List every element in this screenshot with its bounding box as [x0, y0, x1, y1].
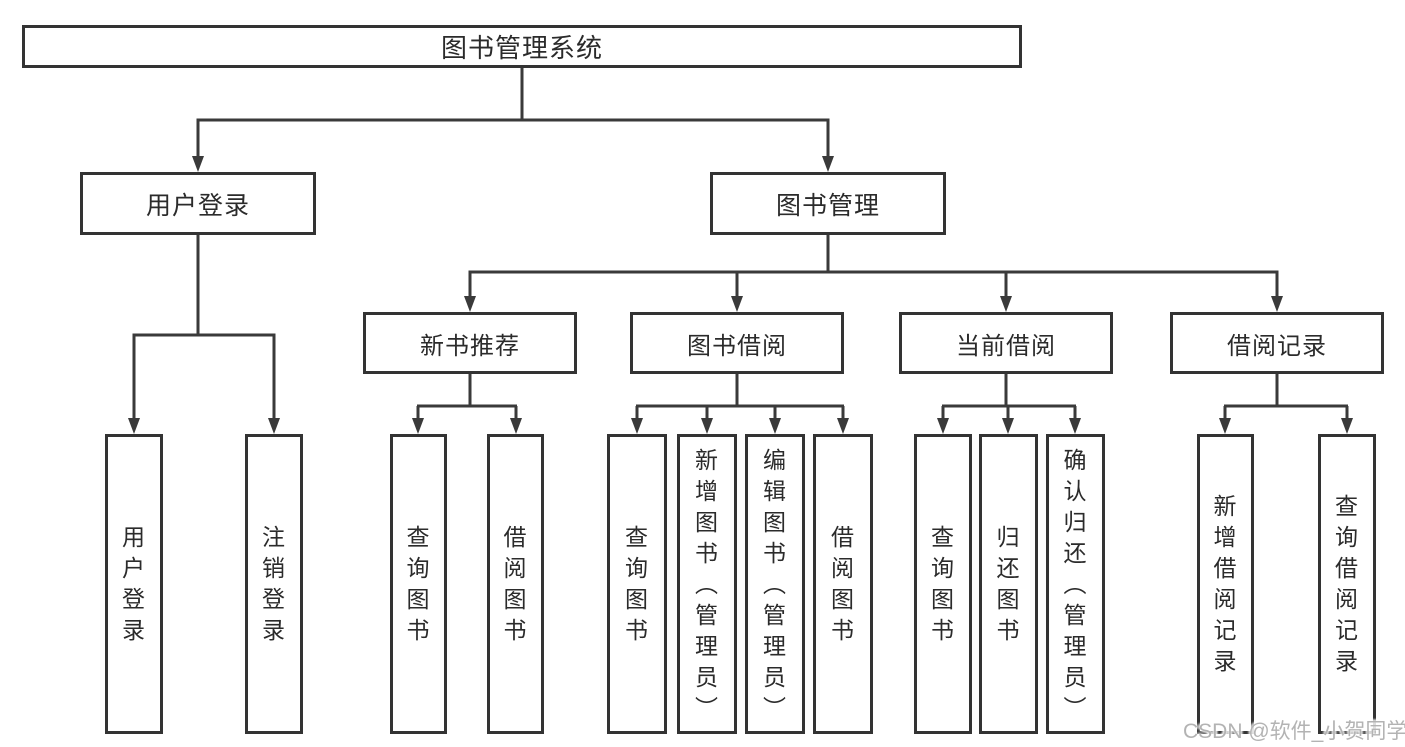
leaf-query-borrow-record: 查询借阅记录: [1318, 434, 1376, 734]
leaf-query-book-recommend: 查询图书: [390, 434, 447, 734]
leaf-logout-login: 注销登录: [245, 434, 303, 734]
node-book-borrow: 图书借阅: [630, 312, 844, 374]
leaf-borrow-book-recommend: 借阅图书: [487, 434, 544, 734]
leaf-query-book-current: 查询图书: [914, 434, 972, 734]
node-borrow-records: 借阅记录: [1170, 312, 1384, 374]
leaf-confirm-return-admin: 确认归还︵管理员︶: [1046, 434, 1105, 734]
node-book-management: 图书管理: [710, 172, 946, 235]
leaf-query-book-borrow: 查询图书: [607, 434, 667, 734]
leaf-add-borrow-record: 新增借阅记录: [1197, 434, 1254, 734]
csdn-watermark: CSDN @软件_小贺同学: [1183, 720, 1405, 743]
leaf-edit-book-admin: 编辑图书︵管理员︶: [745, 434, 805, 734]
node-user-login: 用户登录: [80, 172, 316, 235]
leaf-add-book-admin: 新增图书︵管理员︶: [677, 434, 737, 734]
leaf-borrow-book: 借阅图书: [813, 434, 873, 734]
node-current-borrow: 当前借阅: [899, 312, 1113, 374]
leaf-user-login: 用户登录: [105, 434, 163, 734]
node-library-system: 图书管理系统: [22, 25, 1022, 68]
node-new-book-recommend: 新书推荐: [363, 312, 577, 374]
leaf-return-book: 归还图书: [979, 434, 1038, 734]
